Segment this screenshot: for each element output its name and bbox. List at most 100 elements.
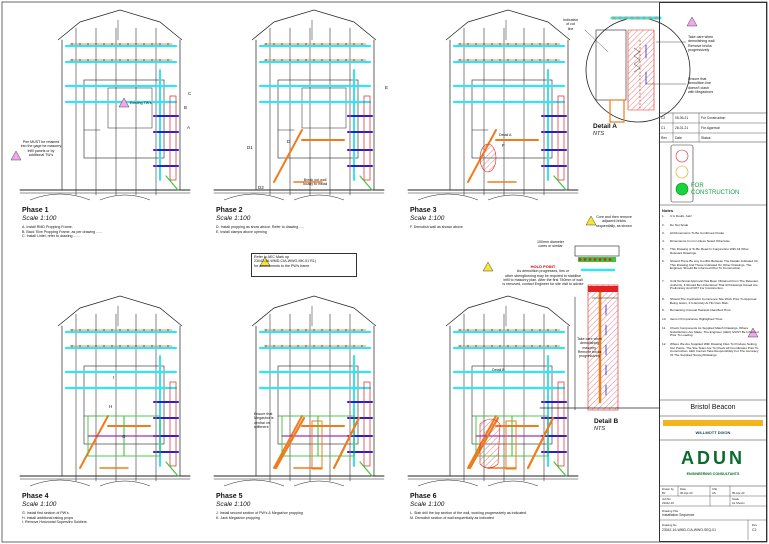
date-label: Date <box>680 487 686 491</box>
tie-dot <box>167 43 169 45</box>
tie-dot <box>531 345 533 347</box>
note-line: Refer to AEC Mark up <box>254 255 289 259</box>
job-label: Job No <box>662 497 671 501</box>
tie-dot <box>103 43 105 45</box>
arch <box>293 194 345 201</box>
note-number: 3. <box>662 231 665 235</box>
note-number: 2. <box>662 223 665 227</box>
note-number: 1. <box>662 214 665 218</box>
date-value: 05-Apr-20 <box>680 491 693 495</box>
tie-dot <box>273 345 275 347</box>
tie-dot <box>523 345 525 347</box>
phase-note: C. Install Lintel, refer to drawing ....… <box>22 234 81 239</box>
drawing-no: 23042-16-WMD-CIA-WWO-SEQ-01 <box>662 528 717 532</box>
raking-prop <box>274 416 306 470</box>
detail-b-sub: NTS <box>594 426 605 432</box>
prop-joint <box>542 400 546 404</box>
tie-dot <box>321 43 323 45</box>
green-brace <box>553 461 567 477</box>
tie-dot <box>555 329 557 331</box>
core-hole <box>578 258 582 261</box>
rev-date: 28-01-21 <box>675 126 689 130</box>
note-line: Take care when <box>688 35 714 39</box>
warning-icon <box>482 261 494 272</box>
phase-title: Phase 5 <box>216 493 243 500</box>
checked-label: Chk <box>712 487 717 491</box>
hazard-icon <box>686 16 698 27</box>
rev-code: C2 <box>661 116 666 120</box>
raking-prop <box>273 415 303 469</box>
raking-prop <box>332 416 361 470</box>
tie-dot <box>345 345 347 347</box>
core-hole <box>593 258 597 261</box>
note-number: 7. <box>662 279 665 283</box>
arch <box>487 480 539 487</box>
label-d: D <box>287 139 291 144</box>
diameter-note: 100mm diameter cores or similar <box>537 240 564 249</box>
tie-dot <box>79 59 81 61</box>
roof-outline <box>251 295 377 327</box>
existing-tw-note: Existing TW's <box>130 101 152 105</box>
tie-dot <box>151 345 153 347</box>
tie-dot <box>95 345 97 347</box>
core-note: Core and then remove adjacent bricks seq… <box>596 215 632 228</box>
tie-dot <box>547 345 549 347</box>
tie-dot <box>329 43 331 45</box>
tie-dot <box>483 59 485 61</box>
roof-outline <box>445 295 571 327</box>
tie-dot <box>459 345 461 347</box>
revision-header: Rev Date Status <box>661 136 710 140</box>
phase-note: D. Install propping as show above. Refer… <box>216 225 305 229</box>
tie-dot <box>555 43 557 45</box>
note-line: Take care when <box>577 337 603 341</box>
tie-dot <box>111 43 113 45</box>
note-line: infill to masonry plan. After the first … <box>503 277 583 282</box>
tie-dot <box>329 329 331 331</box>
arch <box>29 479 91 487</box>
tie-dot <box>329 59 331 61</box>
note-line: cores or similar <box>538 244 563 249</box>
phase-1-caption: Phase 1 Scale 1:100 A. Install RMD Propp… <box>22 207 212 239</box>
pier <box>557 381 565 467</box>
tie-dot <box>555 59 557 61</box>
tie-dot <box>361 43 363 45</box>
tie-dot <box>459 59 461 61</box>
tie-dot <box>135 43 137 45</box>
note-number: 9. <box>662 308 665 312</box>
roof-outline <box>57 9 183 41</box>
tie-dot <box>499 59 501 61</box>
detail-a-callout: Detail A <box>499 133 512 137</box>
brick-toothing <box>633 47 641 73</box>
tie-dot <box>313 43 315 45</box>
phase-4-drawing <box>19 295 191 487</box>
traffic-light <box>670 144 694 203</box>
tie-dot <box>648 16 652 20</box>
prop-joint <box>542 148 546 152</box>
tie-dot <box>329 345 331 347</box>
prop-joint <box>348 130 352 134</box>
note-line: Ensure that <box>254 412 273 416</box>
prop-joint <box>542 114 546 118</box>
warning-icon <box>585 215 597 226</box>
tie-dot <box>523 59 525 61</box>
tie-dot <box>119 59 121 61</box>
rev-code: C1 <box>661 126 666 130</box>
tie-dot <box>289 329 291 331</box>
phase-scale: Scale 1:100 <box>22 215 57 222</box>
raking-prop <box>273 129 303 183</box>
tie-dot <box>95 43 97 45</box>
label-c: C <box>188 91 192 96</box>
drawn-by-label: Drawn by <box>662 487 674 491</box>
note-line: 100mm diameter <box>537 240 564 244</box>
inner-wall <box>83 79 165 159</box>
tie-dot <box>491 59 493 61</box>
opening-outline <box>301 87 347 129</box>
tie-dot <box>337 43 339 45</box>
prop-joint <box>348 114 352 118</box>
tie-dot <box>507 43 509 45</box>
take-care-b-note: Take care when demolishing masonry. Remo… <box>577 337 602 358</box>
tie-dot <box>515 59 517 61</box>
prop-joint <box>348 400 352 404</box>
tie-dot <box>103 345 105 347</box>
tie-dot <box>475 329 477 331</box>
